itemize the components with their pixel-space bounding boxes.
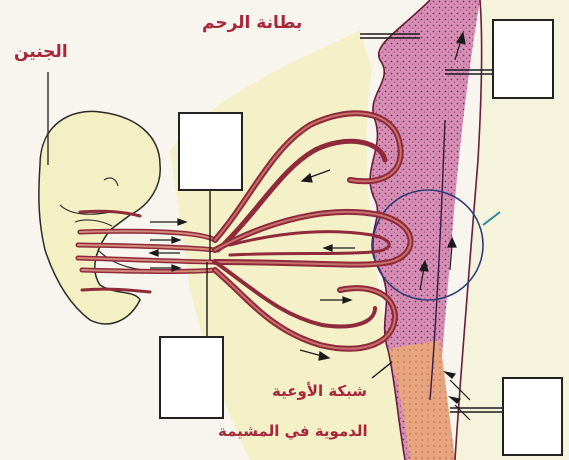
fetus-label: الجنين (14, 42, 68, 62)
vascular-network-label-line1: شبكة الأوعية (272, 382, 367, 400)
answer-box-1[interactable] (492, 19, 554, 99)
vascular-network-label-line2: الدموية في المشيمة (218, 422, 368, 440)
answer-box-2[interactable] (178, 112, 243, 191)
answer-box-4[interactable] (502, 377, 563, 456)
answer-box-3[interactable] (159, 336, 224, 419)
uterine-lining-label: بطانة الرحم (202, 13, 302, 33)
